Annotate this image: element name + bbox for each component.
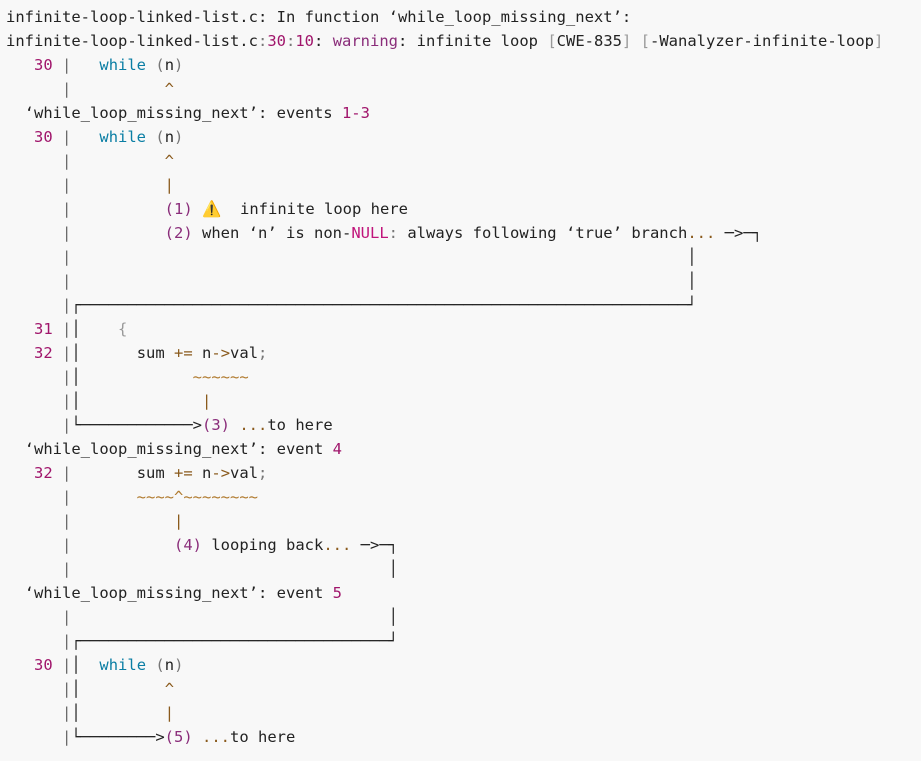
function-name: ‘while_loop_missing_next’ [388,8,622,26]
location-column: 10 [295,32,314,50]
cwe-link[interactable]: CWE-835 [556,32,622,50]
event-2: | (2) when ‘n’ is non-NULL: always follo… [62,224,762,242]
bar-line: |│ | [62,704,175,722]
warning-text: : infinite loop [398,32,548,50]
bar-line: |│ | [62,392,212,410]
bar-line: | | [62,512,184,530]
caret-line: | ^ [62,152,175,170]
warning-flag[interactable]: -Wanalyzer-infinite-loop [650,32,874,50]
event-section-title: ‘while_loop_missing_next’: event 5 [24,584,342,602]
bar-line: | │ [62,560,398,578]
tilde-line: | ~~~~^~~~~~~~~ [62,488,258,506]
bar-line: | | [62,176,175,194]
event-section-title: ‘while_loop_missing_next’: event 4 [24,440,342,458]
source-line: 32 |│ sum += n->val; [34,344,268,362]
event-1: | (1) ⚠️ infinite loop here [62,200,408,218]
file-name: infinite-loop-linked-list.c [6,8,258,26]
loop-box-top: |┌─────────────────────────────────┘ [62,632,398,650]
diagnostic-header-function: infinite-loop-linked-list.c: In function… [6,8,632,26]
source-line: 31 |│ { [34,320,128,338]
event-section-title: ‘while_loop_missing_next’: events 1-3 [24,104,370,122]
bar-line: | │ [62,272,697,290]
source-line: 30 |│ while (n) [34,656,184,674]
source-line: 30 | while (n) [34,56,184,74]
caret-line: |│ ^ [62,680,175,698]
bar-line: | │ [62,248,697,266]
event-5: |└────────>(5) ...to here [62,728,296,746]
source-line: 30 | while (n) [34,128,184,146]
event-4: | (4) looping back... ─>─┐ [62,536,398,554]
bar-line: | │ [62,608,398,626]
tilde-line: |│ ~~~~~~ [62,368,249,386]
warning-icon: ⚠️ [202,200,222,218]
location-line: 30 [267,32,286,50]
diagnostic-header-warning: infinite-loop-linked-list.c:30:10: warni… [6,32,884,50]
caret-line: | ^ [62,80,175,98]
event-3: |└────────────>(3) ...to here [62,416,333,434]
loop-box-top: |┌──────────────────────────────────────… [62,296,697,314]
warning-label: warning [332,32,399,50]
source-line: 32 | sum += n->val; [34,464,268,482]
